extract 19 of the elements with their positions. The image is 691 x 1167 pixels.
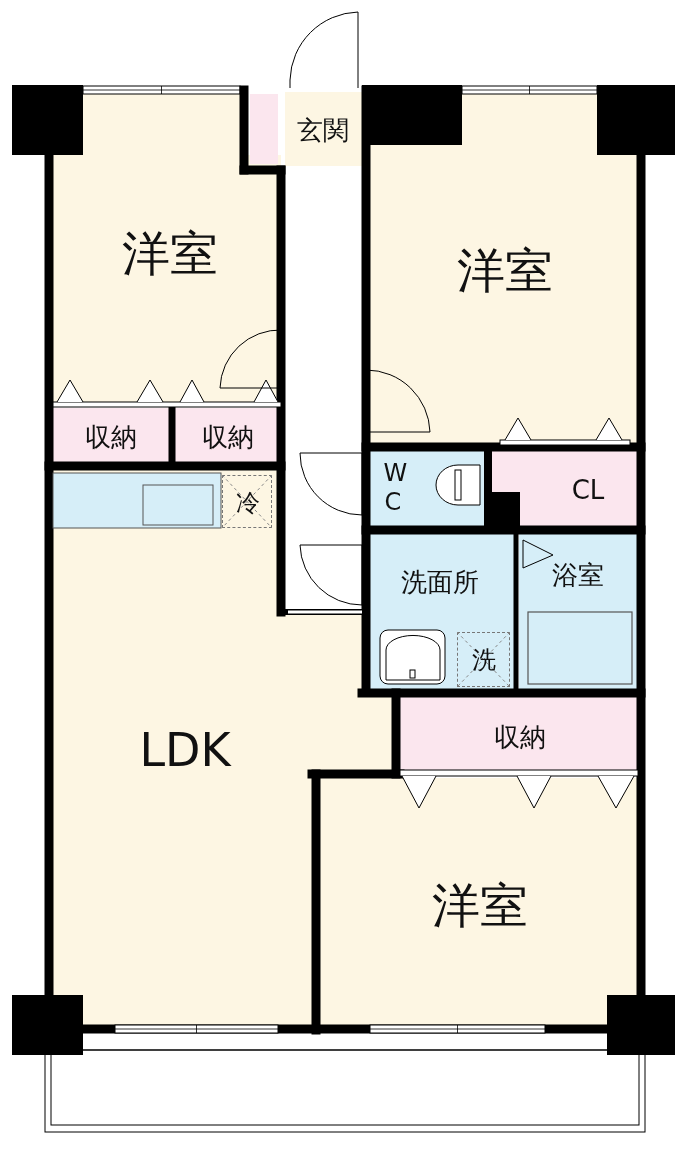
appliance-label: 冷 [236,491,260,515]
room-label: LDK [139,727,231,773]
closet-area [174,408,279,464]
room-label: 収納 [85,424,137,450]
room-label: 収納 [202,424,254,450]
closet-area [53,408,170,464]
appliance-label: 洗 [472,648,496,672]
room-area [320,778,638,1028]
room-area [285,92,363,166]
room-label: 洋室 [432,881,528,929]
room-label: 洗面所 [401,569,479,595]
closet-area [400,697,638,772]
room-label: CL [571,477,605,503]
room-label: 浴室 [552,562,604,588]
room-label: 玄関 [297,117,349,143]
room-label: 洋室 [457,246,553,294]
appliance-space [457,632,510,687]
room-label: 洋室 [122,229,218,277]
room-label: 収納 [494,724,546,750]
